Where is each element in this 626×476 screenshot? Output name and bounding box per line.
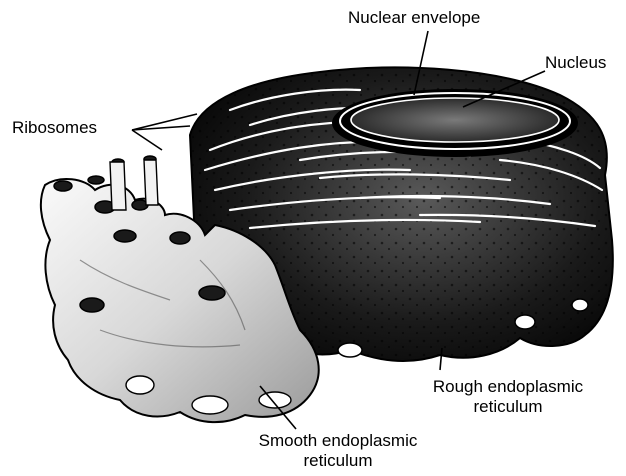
label-nucleus: Nucleus [545, 53, 606, 73]
leader-ribosome-3 [132, 130, 162, 150]
label-rough-er-line2: reticulum [398, 397, 618, 417]
label-rough-er-line1: Rough endoplasmic [398, 377, 618, 397]
label-smooth-er: Smooth endoplasmic reticulum [226, 431, 450, 471]
label-smooth-er-line2: reticulum [226, 451, 450, 471]
nucleus-shape [333, 90, 577, 156]
label-ribosomes: Ribosomes [12, 118, 97, 138]
label-smooth-er-line1: Smooth endoplasmic [226, 431, 450, 451]
label-nuclear-envelope: Nuclear envelope [348, 8, 480, 28]
label-rough-er: Rough endoplasmic reticulum [398, 377, 618, 417]
